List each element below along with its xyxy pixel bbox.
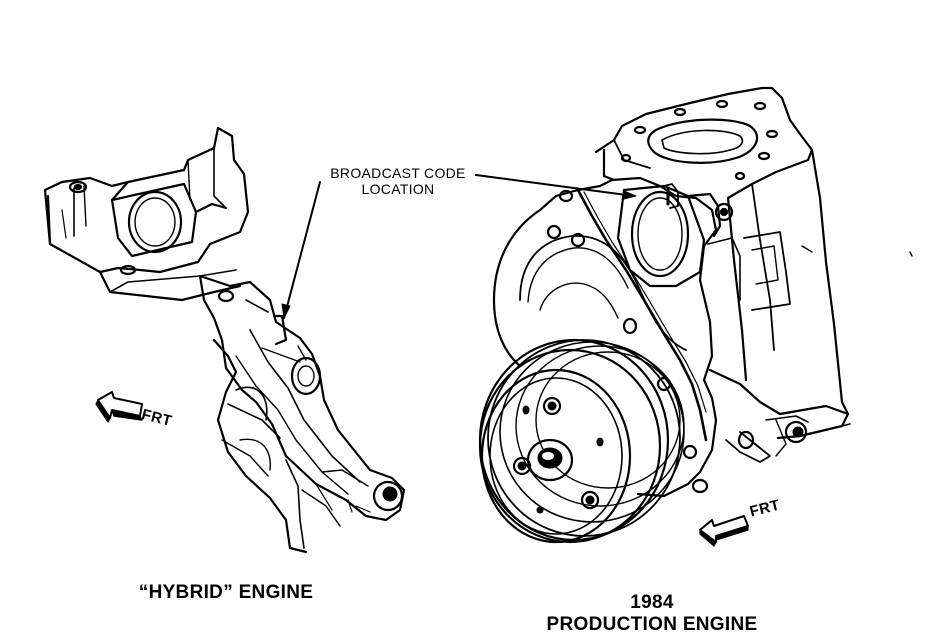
production-engine-drawing: [478, 86, 913, 544]
production-engine-caption: 1984 PRODUCTION ENGINE: [530, 592, 774, 636]
callout-leader-lines: [281, 174, 637, 319]
front-direction-arrow-icon: [699, 515, 749, 547]
hybrid-engine-caption: “HYBRID” ENGINE: [138, 582, 314, 603]
production-year-label: 1984: [630, 592, 674, 613]
callout-line-1: BROADCAST CODE: [330, 165, 466, 181]
hybrid-engine-drawing: [43, 126, 406, 554]
production-engine-label: PRODUCTION ENGINE: [546, 614, 758, 635]
front-direction-arrow-icon: [95, 391, 143, 423]
broadcast-code-callout: BROADCAST CODE LOCATION: [318, 165, 478, 197]
callout-line-2: LOCATION: [361, 181, 435, 197]
